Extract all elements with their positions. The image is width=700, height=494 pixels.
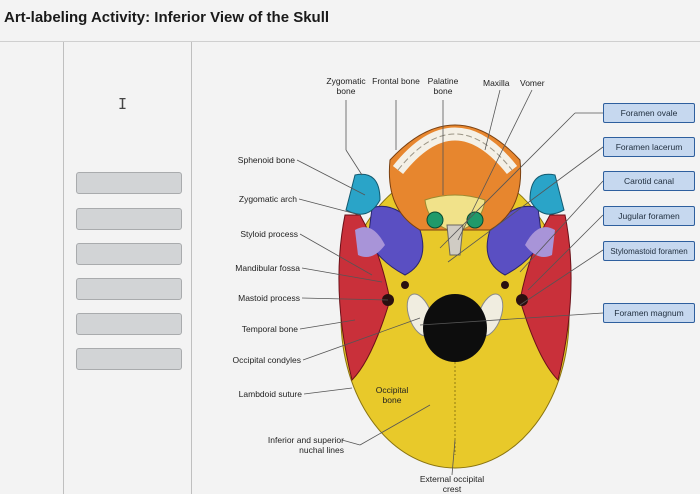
label-zygomatic-arch: Zygomatic arch xyxy=(238,194,297,204)
text-cursor-icon: I xyxy=(118,95,128,113)
label-vomer: Vomer xyxy=(520,78,545,88)
answer-slot[interactable] xyxy=(76,313,182,335)
label-external-occipital-crest: External occipital crest xyxy=(419,474,485,494)
tile-foramen-magnum[interactable]: Foramen magnum xyxy=(603,303,695,323)
label-sphenoid-bone: Sphenoid bone xyxy=(237,155,295,165)
answer-slot[interactable] xyxy=(76,348,182,370)
label-mandibular-fossa: Mandibular fossa xyxy=(235,263,300,273)
label-styloid-process: Styloid process xyxy=(240,229,298,239)
label-frontal-bone: Frontal bone xyxy=(372,76,420,86)
label-nuchal-lines: Inferior and superior nuchal lines xyxy=(267,435,344,455)
answer-slot[interactable] xyxy=(76,278,182,300)
tile-foramen-lacerum[interactable]: Foramen lacerum xyxy=(603,137,695,157)
label-mastoid-process: Mastoid process xyxy=(238,293,300,303)
label-palatine-bone: Palatine bone xyxy=(427,76,459,96)
label-occipital-bone: Occipital bone xyxy=(375,385,409,405)
label-temporal-bone: Temporal bone xyxy=(241,324,298,334)
panel-divider-right xyxy=(191,42,192,494)
label-occipital-condyles: Occipital condyles xyxy=(232,355,301,365)
answer-slot[interactable] xyxy=(76,172,182,194)
label-maxilla: Maxilla xyxy=(483,78,510,88)
activity-title: Art-labeling Activity: Inferior View of … xyxy=(4,9,330,26)
tile-foramen-ovale[interactable]: Foramen ovale xyxy=(603,103,695,123)
label-zygomatic-bone: Zygomatic bone xyxy=(326,76,366,96)
header-divider xyxy=(0,41,700,42)
tile-jugular-foramen[interactable]: Jugular foramen xyxy=(603,206,695,226)
panel-divider-left xyxy=(63,42,64,494)
tile-carotid-canal[interactable]: Carotid canal xyxy=(603,171,695,191)
answer-slot[interactable] xyxy=(76,208,182,230)
answer-slot[interactable] xyxy=(76,243,182,265)
label-lambdoid-suture: Lambdoid suture xyxy=(238,389,302,399)
tile-stylomastoid-foramen[interactable]: Stylomastoid foramen xyxy=(603,241,695,261)
